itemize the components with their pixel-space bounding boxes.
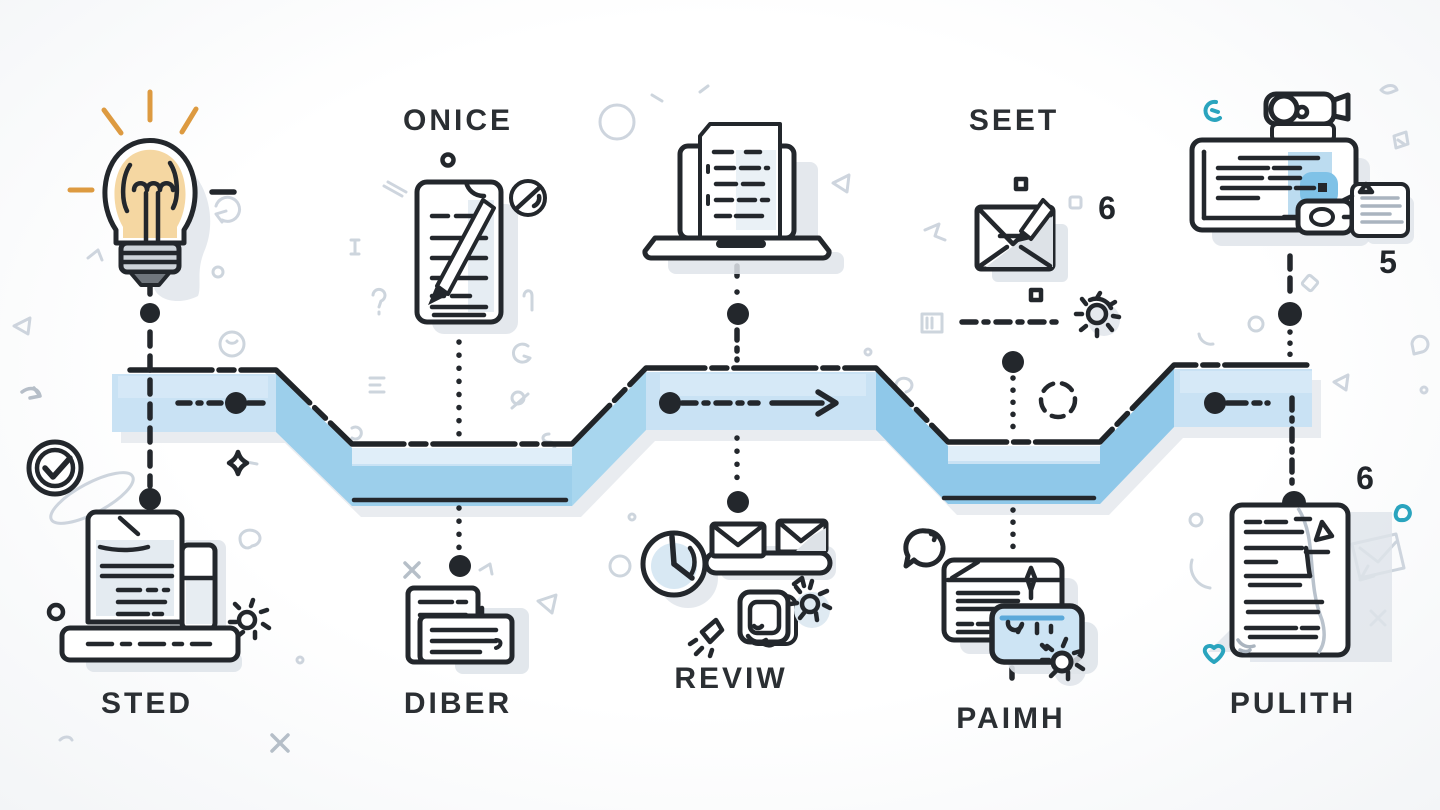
clock-envelopes-icon	[640, 518, 836, 659]
megaphone-icon	[687, 617, 725, 659]
timeline-band	[112, 362, 1321, 517]
gear-scribble-icon	[787, 575, 833, 628]
lightbulb-icon	[67, 89, 237, 302]
step-label-onice: ONICE	[402, 104, 514, 137]
credit-cards-icon	[903, 528, 1098, 686]
gear-scribble-icon	[227, 597, 272, 641]
badge-monitor-count: 5	[1379, 244, 1397, 280]
monitor-devices-icon	[1189, 91, 1414, 246]
step-label-paimh: PAIMH	[956, 702, 1066, 735]
step-label-diber: DIBER	[403, 687, 513, 720]
clock-icon	[640, 530, 708, 598]
step-label-seet: SEET	[968, 104, 1060, 137]
stacked-documents-icon	[405, 585, 529, 674]
envelope-pen-icon	[974, 198, 1122, 339]
notepad-pen-icon	[414, 179, 547, 334]
note-card-icon	[1339, 181, 1410, 238]
badge-document-count: 6	[1356, 460, 1374, 496]
printer-document-icon	[26, 439, 272, 672]
app-window-icon	[737, 589, 798, 648]
background-doodles	[12, 84, 1430, 753]
step-label-sted: STED	[100, 687, 194, 720]
envelope-small-icon	[775, 518, 829, 555]
laptop-document-icon	[642, 122, 844, 274]
document-page-icon	[1202, 502, 1412, 664]
badge-envelope-count: 6	[1098, 190, 1116, 226]
envelope-small-icon	[709, 521, 767, 559]
step-label-reviw: REVIW	[674, 662, 788, 695]
camera-device-icon	[1263, 91, 1351, 143]
speech-bubble-icon	[903, 528, 946, 569]
gear-icon	[1073, 290, 1122, 339]
gear-scribble-icon	[1039, 636, 1086, 686]
step-label-pulith: PULITH	[1229, 687, 1357, 720]
pen-nib-icon	[1024, 565, 1038, 601]
clock-check-icon	[26, 439, 84, 497]
